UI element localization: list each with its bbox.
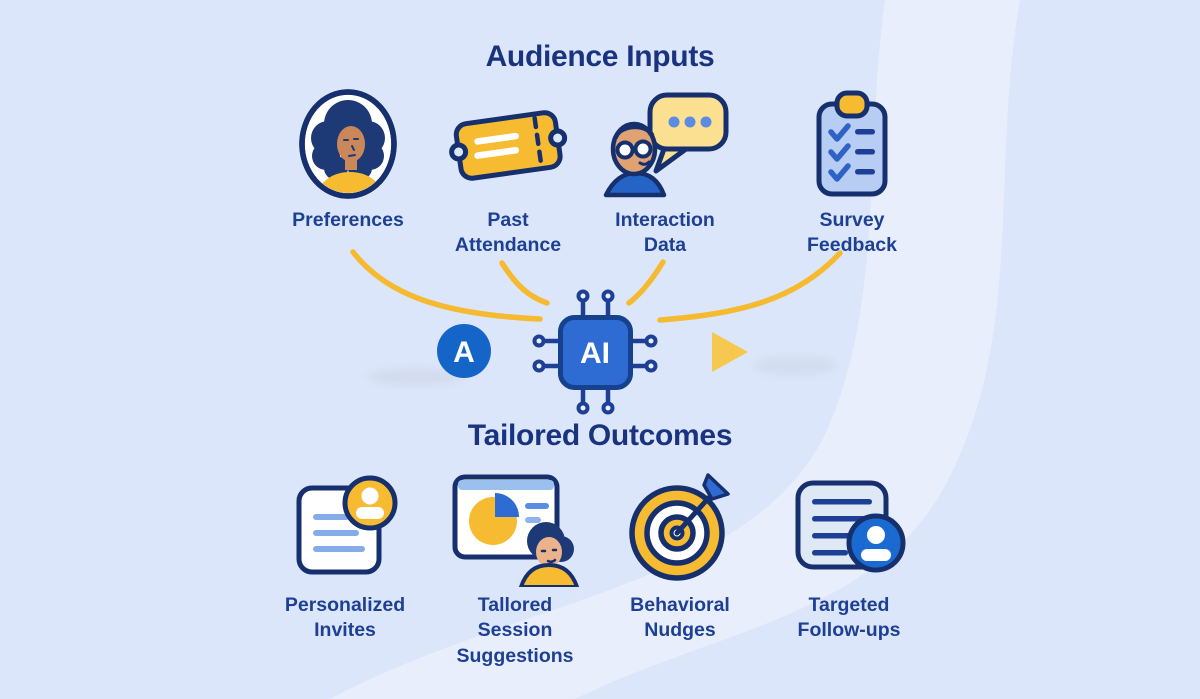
smudge-left xyxy=(367,368,463,386)
outcome-label-behavioral-nudges: Behavioral Nudges xyxy=(630,594,730,642)
outcome-label-session-suggestions: Tallored Session Suggestions xyxy=(456,594,574,667)
ticket-icon xyxy=(442,85,574,203)
inputs-section-title: Audience Inputs xyxy=(485,40,715,73)
connector-preferences xyxy=(350,249,543,322)
session-chart-icon xyxy=(447,466,583,588)
connector-survey-feedback xyxy=(657,250,843,323)
checklist-clipboard-icon xyxy=(806,85,898,203)
outcome-item-personalized-invites: Personalized Invites xyxy=(260,466,430,644)
invite-document-icon xyxy=(289,466,401,588)
outcome-item-behavioral-nudges: Behavioral Nudges xyxy=(595,466,765,644)
target-icon xyxy=(624,466,736,588)
input-a-badge-label: A xyxy=(453,336,475,369)
ai-chip-label: AI xyxy=(580,337,610,370)
smudge-right xyxy=(753,356,837,376)
connector-past-attendance xyxy=(499,260,550,306)
connector-curves xyxy=(350,249,843,323)
output-arrow-icon xyxy=(658,332,748,372)
input-item-past-attendance: Past Attendance xyxy=(428,85,588,259)
person-avatar-icon xyxy=(298,85,398,203)
ai-chip-icon: AI xyxy=(532,289,658,415)
input-label-past-attendance: Past Attendance xyxy=(454,209,562,257)
contact-document-icon xyxy=(790,466,908,588)
input-item-interaction-data: Interaction Data xyxy=(585,85,745,259)
input-item-survey-feedback: Survey Feedback xyxy=(772,85,932,259)
outcome-item-targeted-followups: Targeted Follow-ups xyxy=(764,466,934,644)
connector-interaction-data xyxy=(626,259,666,306)
outcomes-section-title: Tailored Outcomes xyxy=(467,419,733,452)
outcome-label-targeted-followups: Targeted Follow-ups xyxy=(797,594,901,642)
input-label-survey-feedback: Survey Feedback xyxy=(807,209,897,257)
input-label-preferences: Preferences xyxy=(292,209,404,231)
outcome-item-session-suggestions: Tallored Session Suggestions xyxy=(430,466,600,669)
chat-person-icon xyxy=(594,85,736,203)
outcome-label-personalized-invites: Personalized Invites xyxy=(284,594,406,642)
input-item-preferences: Preferences xyxy=(268,85,428,233)
input-label-interaction-data: Interaction Data xyxy=(615,209,715,257)
input-a-badge: A xyxy=(437,324,491,378)
